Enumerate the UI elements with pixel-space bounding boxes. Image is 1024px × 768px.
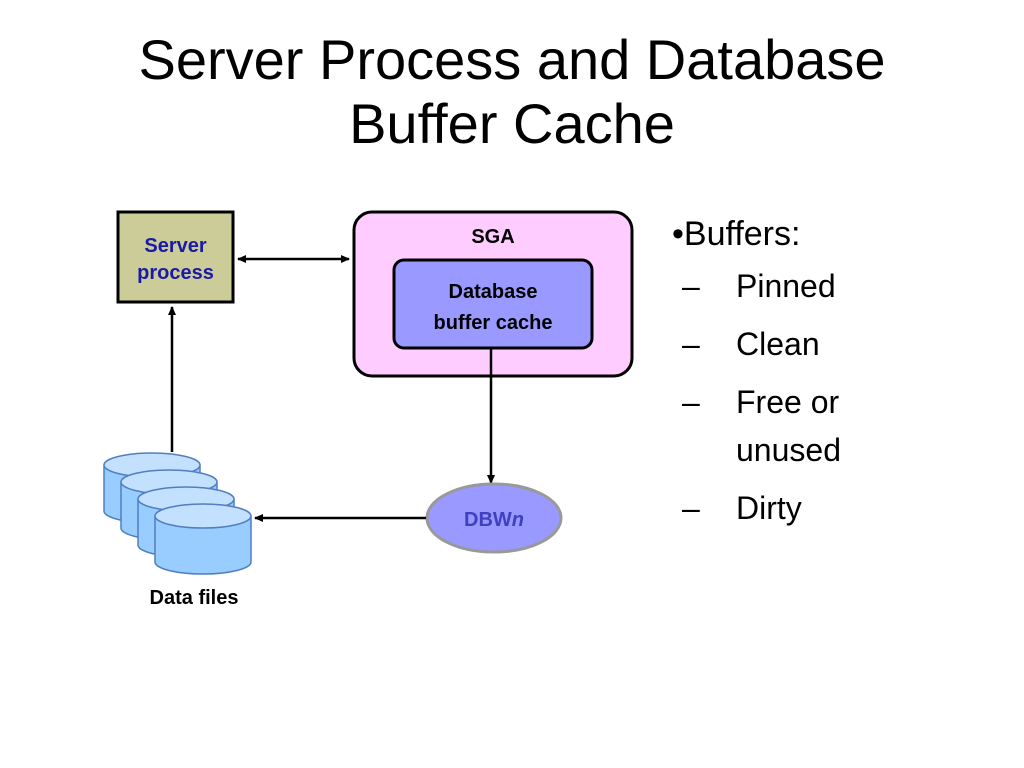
- server-process-label-line1: Server: [144, 235, 206, 257]
- list-item: – Dirty: [672, 484, 1002, 532]
- dbwn-label-suffix: n: [512, 509, 524, 531]
- dash-marker: –: [682, 490, 700, 526]
- dash-marker: –: [682, 384, 700, 420]
- list-item: – Clean: [672, 320, 1002, 368]
- server-process-label-line2: process: [137, 262, 214, 284]
- data-files-label: Data files: [150, 587, 239, 609]
- dash-marker: –: [682, 326, 700, 362]
- list-item: – Free or unused: [672, 378, 1002, 474]
- buffer-state-pinned: Pinned: [736, 268, 836, 304]
- dbwn-label-prefix: DBW: [464, 509, 512, 531]
- data-file-cylinder-4: [154, 503, 252, 575]
- title-line-1: Server Process and Database: [138, 28, 886, 91]
- buffer-state-clean: Clean: [736, 326, 820, 362]
- server-process-box: Server process: [116, 210, 235, 304]
- data-files-stack: [103, 452, 252, 575]
- sga-label: SGA: [471, 226, 514, 248]
- dbwn-label: DBWn: [464, 509, 524, 531]
- buffer-cache-label-line1: Database: [449, 281, 538, 303]
- buffer-cache-box: Database buffer cache: [392, 258, 594, 350]
- buffer-state-dirty: Dirty: [736, 490, 802, 526]
- slide-title: Server Process and Database Buffer Cache: [0, 28, 1024, 156]
- bullet-buffers: •Buffers:: [672, 215, 801, 253]
- list-item: – Pinned: [672, 262, 1002, 310]
- dash-marker: –: [682, 268, 700, 304]
- buffers-bullet-list: •Buffers: – Pinned – Clean – Free or unu…: [672, 214, 1002, 542]
- dbwn-process: DBWn: [425, 482, 563, 554]
- title-line-2: Buffer Cache: [349, 92, 675, 155]
- buffer-state-free-or-unused: Free or unused: [736, 384, 841, 468]
- buffer-cache-label-line2: buffer cache: [434, 312, 553, 334]
- buffer-states-list: – Pinned – Clean – Free or unused – Dirt…: [672, 262, 1002, 532]
